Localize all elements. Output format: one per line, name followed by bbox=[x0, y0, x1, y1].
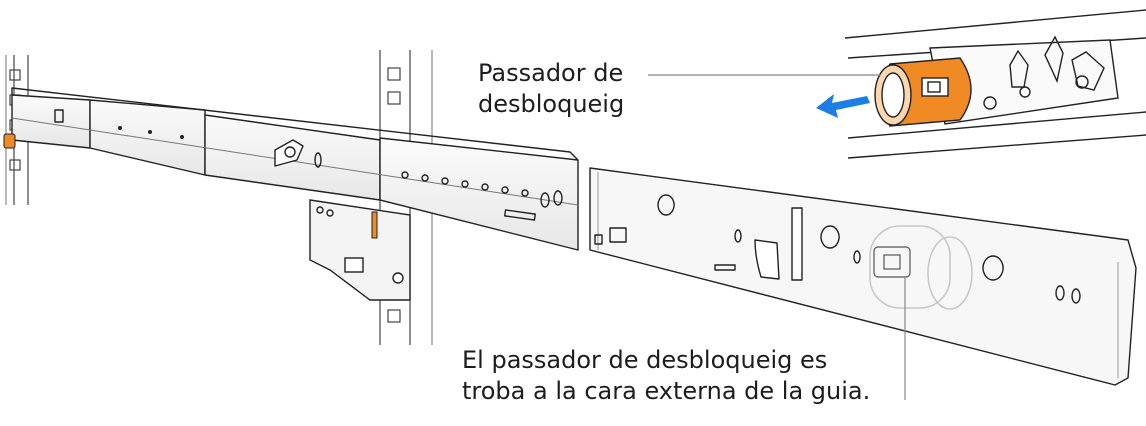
ghost-release-latch bbox=[869, 225, 973, 310]
callout-latch-location: El passador de desbloqueig es troba a la… bbox=[462, 345, 932, 407]
rear-latch-tab bbox=[371, 211, 378, 239]
rail-end-bracket bbox=[309, 199, 411, 301]
front-latch-tab bbox=[3, 133, 16, 149]
callout-latch-location-line1: El passador de desbloqueig es bbox=[462, 346, 828, 374]
arrow-left-icon bbox=[816, 94, 870, 118]
release-latch-highlight bbox=[874, 57, 972, 127]
callout-release-latch: Passador de desbloqueig bbox=[478, 58, 648, 120]
outer-rail bbox=[589, 167, 1137, 386]
callout-release-latch-line1: Passador de bbox=[478, 59, 624, 87]
sliding-rail bbox=[11, 87, 579, 251]
callout-release-latch-line2: desbloqueig bbox=[478, 90, 625, 118]
callout-latch-location-line2: troba a la cara externa de la guia. bbox=[462, 377, 871, 405]
